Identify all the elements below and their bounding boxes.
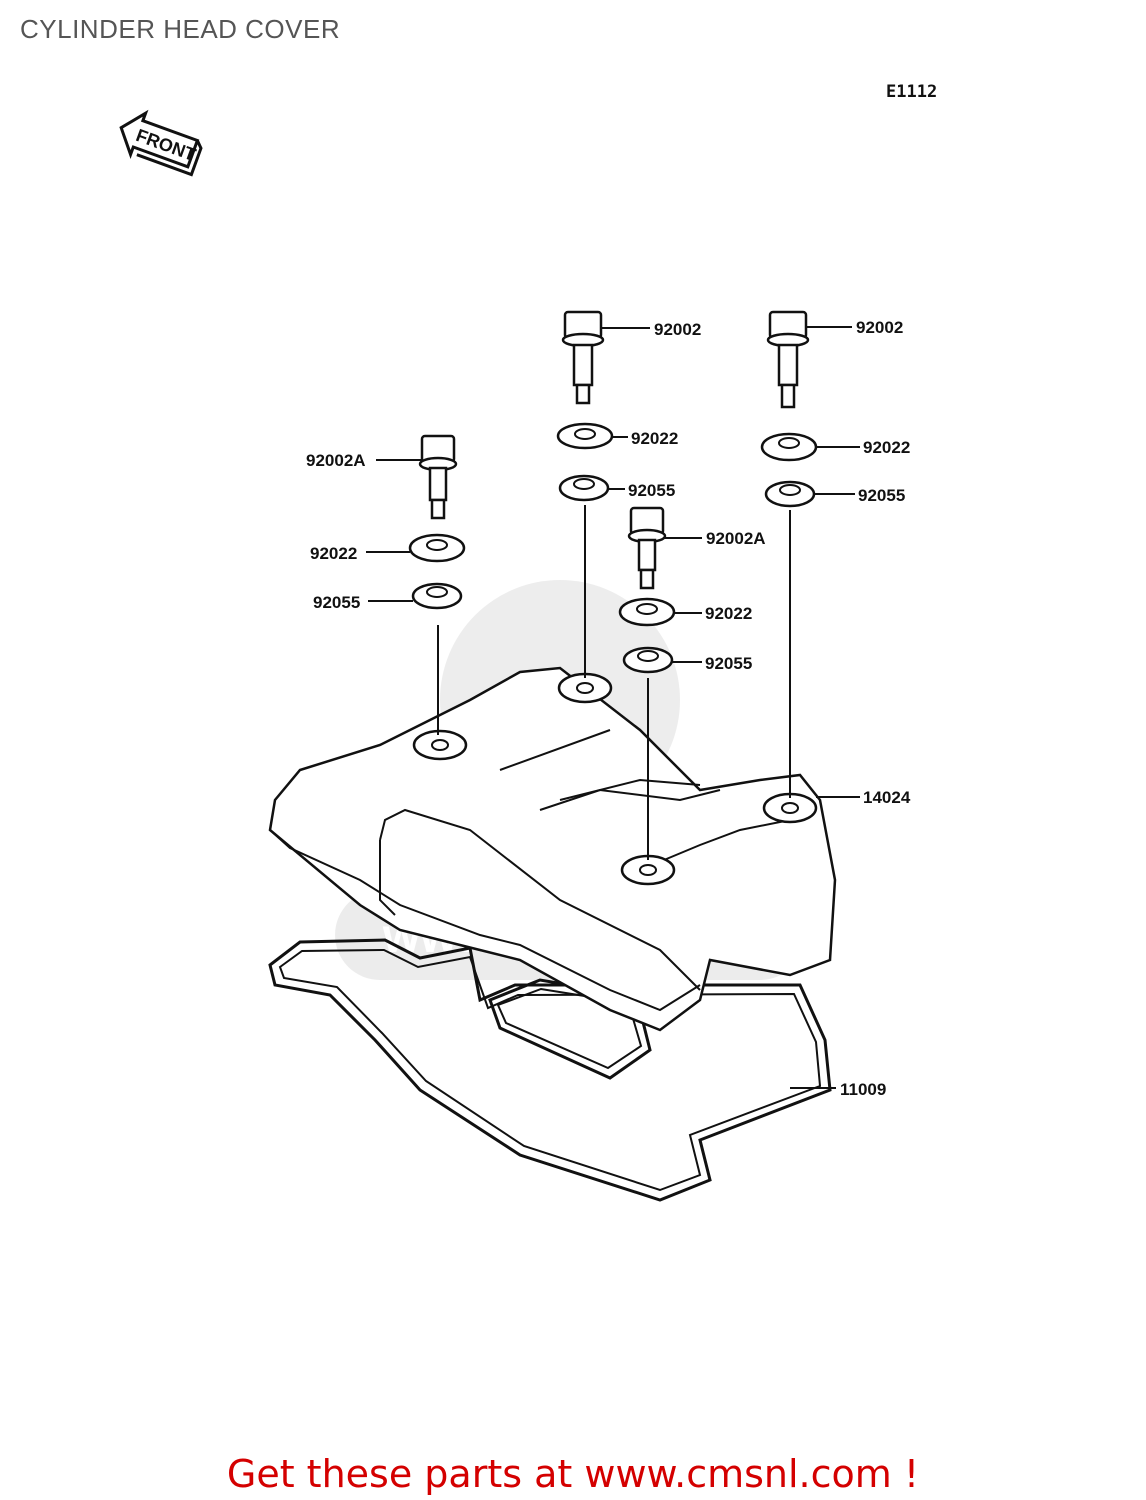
head-cover-gasket xyxy=(268,938,832,1202)
seal-92055-right xyxy=(764,480,816,508)
seal-92055-center xyxy=(558,474,610,502)
part-label: 92022 xyxy=(705,604,752,623)
part-label: 92055 xyxy=(313,593,360,612)
part-label: 92022 xyxy=(863,438,910,457)
seal-92055-left xyxy=(411,582,463,610)
part-label: 92055 xyxy=(628,481,675,500)
part-label: 92022 xyxy=(310,544,357,563)
washer-92022-left xyxy=(408,533,466,563)
part-label: 92055 xyxy=(858,486,905,505)
bolt-92002A-mid xyxy=(627,506,667,590)
leader-lines xyxy=(366,326,860,1089)
part-label: 92002 xyxy=(856,318,903,337)
part-label: 92055 xyxy=(705,654,752,673)
washer-92022-right xyxy=(760,432,818,462)
part-label: 92022 xyxy=(631,429,678,448)
bolt-92002A-left xyxy=(418,434,458,520)
cylinder-head-cover xyxy=(268,666,837,1032)
seal-92055-mid xyxy=(622,646,674,674)
page-title: CYLINDER HEAD COVER xyxy=(20,14,341,44)
part-label: 92002A xyxy=(706,529,766,548)
washer-92022-center xyxy=(556,422,614,450)
part-labels: 92002 92002 92022 92055 92022 92055 9200… xyxy=(306,318,911,1099)
bolt-92002-right xyxy=(766,310,810,409)
bolt-92002-center xyxy=(561,310,605,405)
assembly-lines xyxy=(437,505,791,860)
diagram-code: E1112 xyxy=(886,82,938,102)
part-label: 92002A xyxy=(306,451,366,470)
part-label: 14024 xyxy=(863,788,911,807)
cover-bolt-holes xyxy=(412,672,818,886)
part-label: 11009 xyxy=(840,1080,886,1099)
front-arrow-icon: FRONT xyxy=(119,109,203,177)
washer-92022-mid xyxy=(618,597,676,627)
footer-link[interactable]: Get these parts at www.cmsnl.com ! xyxy=(226,1452,920,1496)
part-label: 92002 xyxy=(654,320,701,339)
